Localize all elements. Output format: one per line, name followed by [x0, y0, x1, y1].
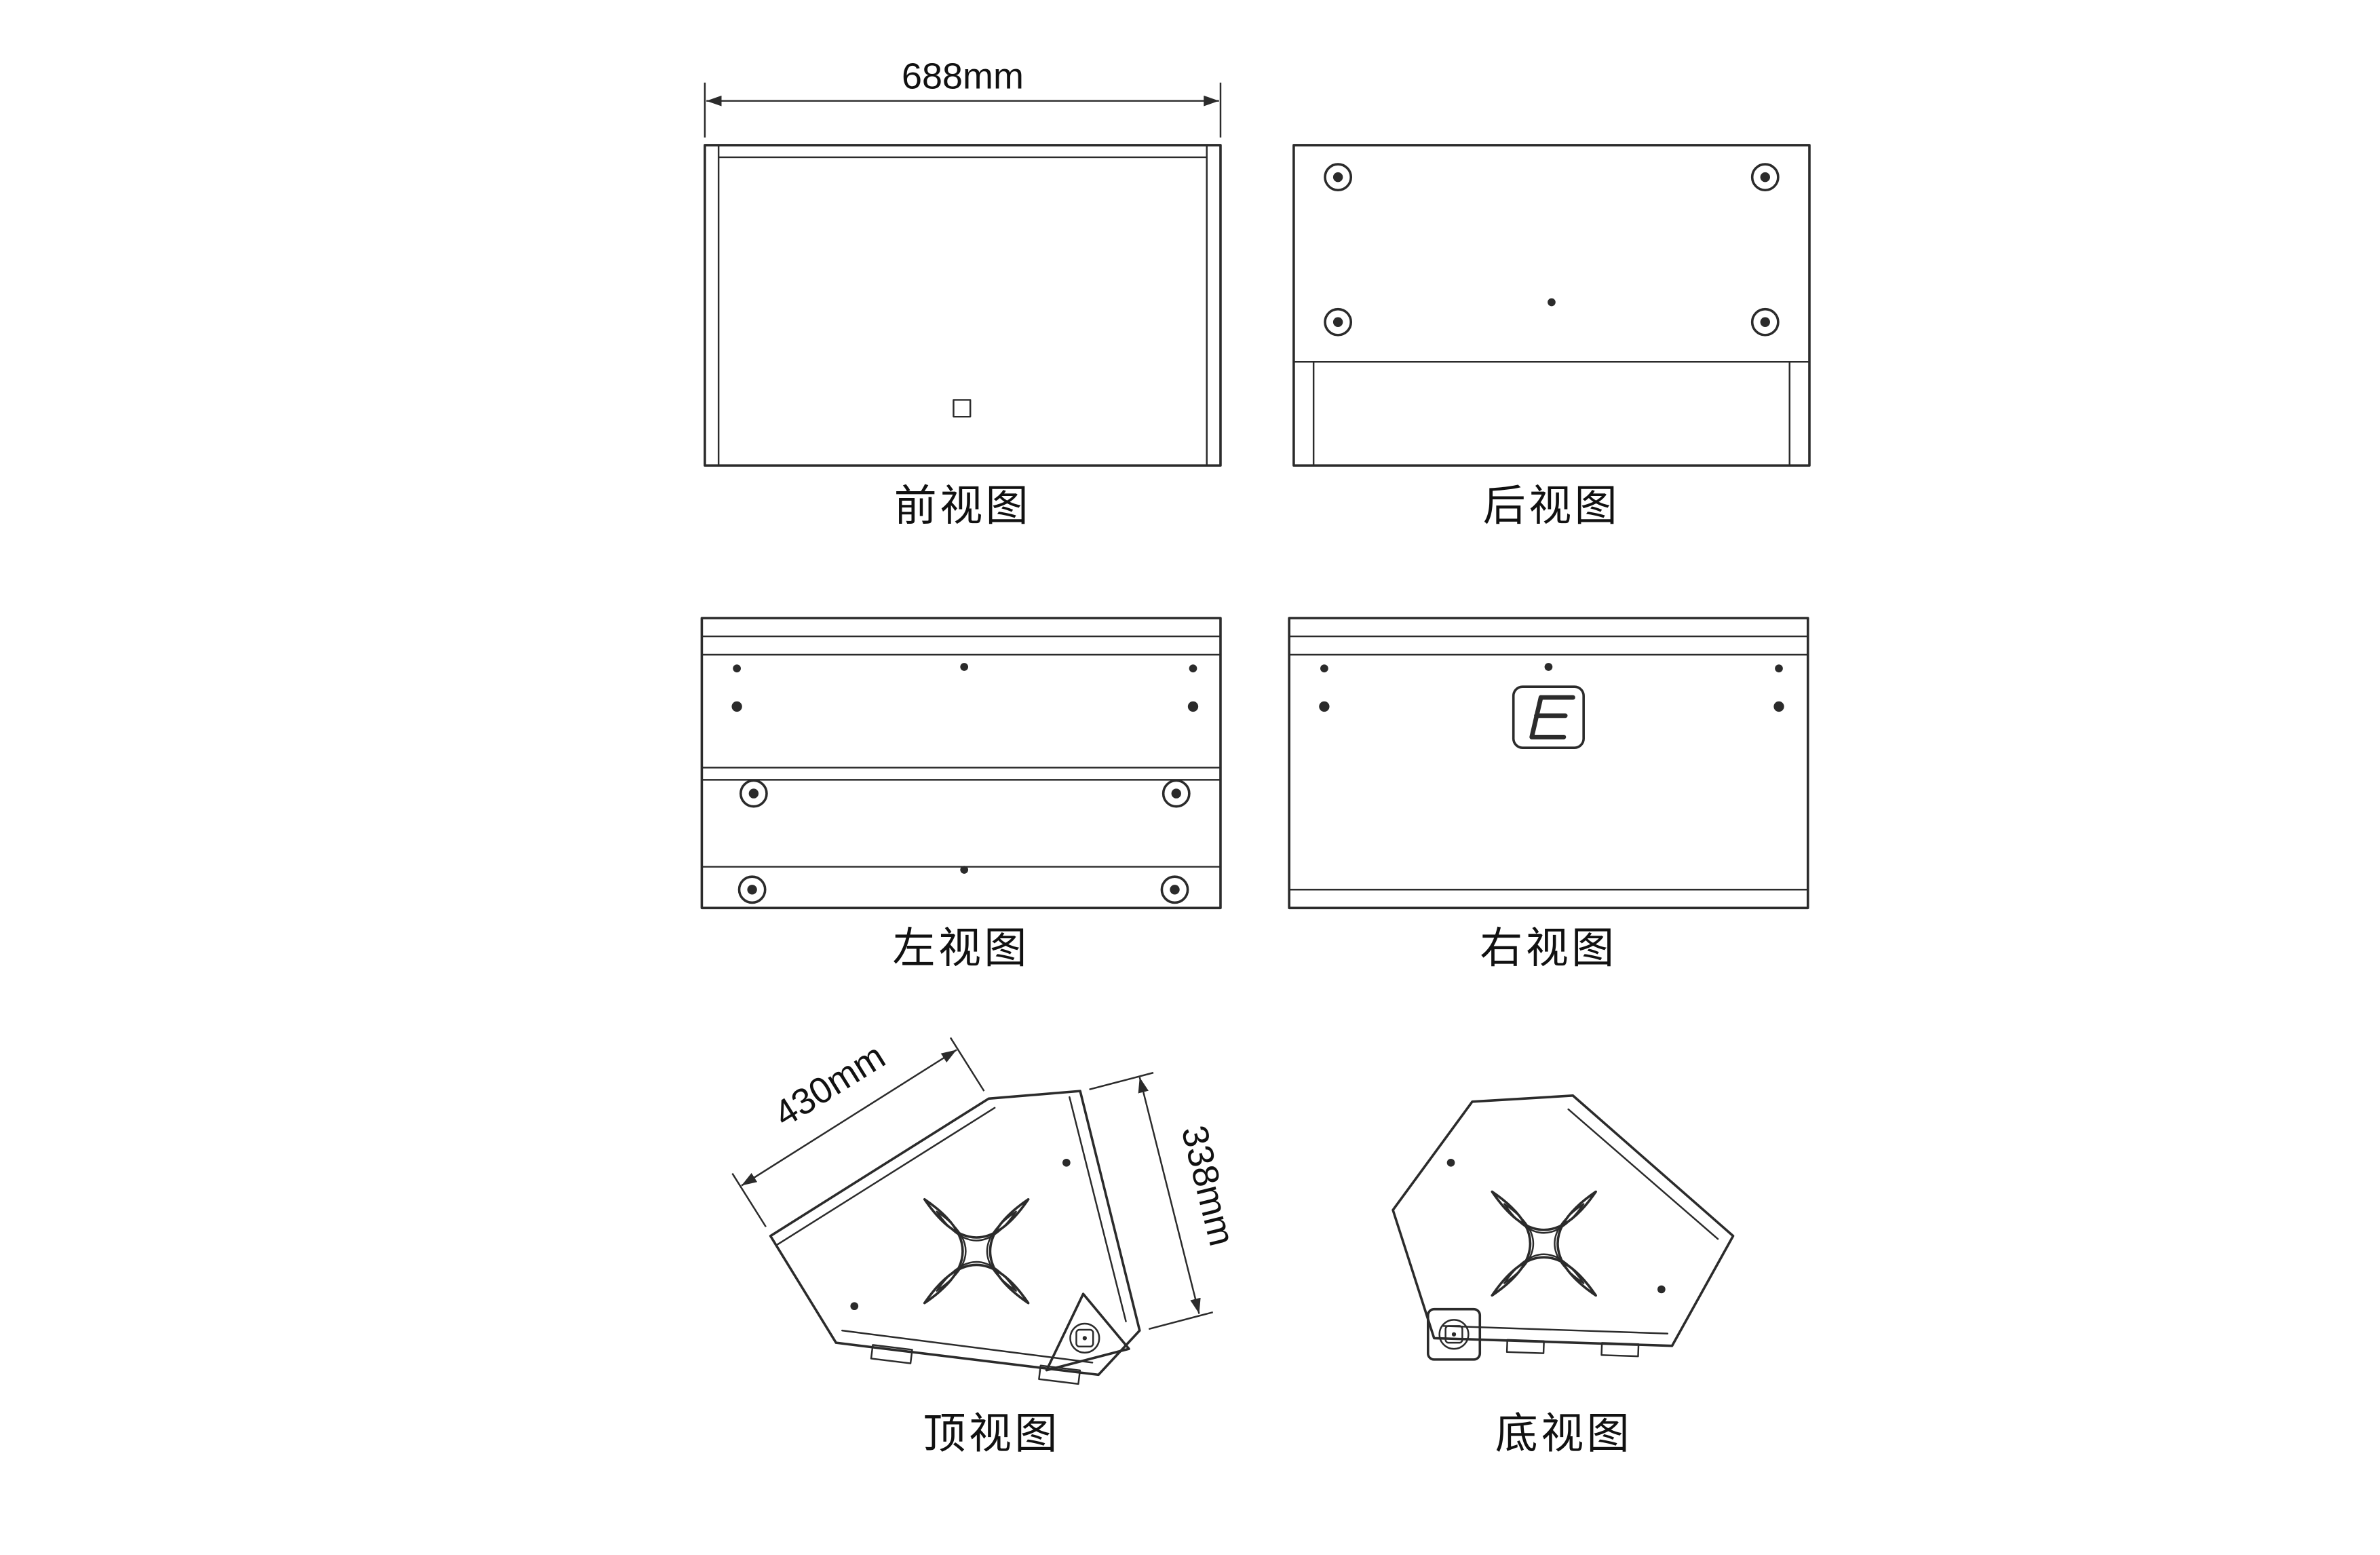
front-view-edge-seams: [717, 144, 1208, 467]
rear-screw-mid-left: [1324, 307, 1353, 337]
top-foot-left-shape: [870, 1344, 913, 1364]
right-view: [1288, 617, 1809, 910]
rear-center-screw: [1548, 298, 1556, 307]
top-dimension-338: 338mm: [1089, 1071, 1243, 1330]
top-connector-socket: [1075, 1328, 1094, 1348]
front-view: 688mm: [704, 56, 1222, 467]
top-connector-plate: [1045, 1292, 1130, 1372]
top-view-label: 顶视图: [923, 1410, 1060, 1457]
right-screw-dot-1: [1320, 664, 1328, 673]
left-foot-lower-right: [1160, 875, 1189, 904]
left-screw-dot-5: [1187, 701, 1199, 712]
rear-view: [1292, 144, 1811, 467]
bottom-foot-left: [1505, 1339, 1545, 1354]
bottom-foot-right: [1600, 1342, 1640, 1358]
front-logo-badge: [953, 399, 972, 418]
bottom-view-inner-edges: [1442, 1108, 1719, 1335]
brand-logo: [1512, 685, 1585, 749]
right-screw-dot-3: [1775, 664, 1783, 673]
front-width-extension-lines: [704, 82, 1222, 138]
left-screw-dot-3: [1189, 664, 1197, 673]
top-view-inner-edges: [775, 1096, 1127, 1364]
bottom-foot-left-shape: [1505, 1339, 1545, 1354]
bottom-handle-cutout-outer: [1491, 1190, 1597, 1297]
bottom-speakon-connector: [1427, 1307, 1482, 1361]
front-view-outline: [704, 144, 1222, 467]
rear-view-label: 后视图: [1483, 482, 1620, 530]
bottom-screw-dot-2: [1657, 1285, 1666, 1294]
top-speakon-connector: [1045, 1292, 1130, 1372]
left-screw-dot-2: [960, 663, 969, 671]
top-screw-dot-1: [1062, 1158, 1071, 1167]
top-dimension-338-label: 338mm: [1174, 1121, 1243, 1250]
top-foot-right: [1038, 1364, 1081, 1385]
top-foot-left: [870, 1344, 913, 1364]
brand-logo-frame: [1512, 685, 1585, 749]
rear-view-outline: [1292, 144, 1811, 467]
left-bottom-center-screw: [960, 866, 969, 874]
top-dimension-430-label: 430mm: [767, 1035, 892, 1134]
left-view-outline: [700, 617, 1222, 910]
top-connector-ring: [1069, 1322, 1100, 1354]
left-foot-upper-left: [739, 779, 768, 808]
right-screw-dot-2: [1544, 663, 1553, 671]
front-width-dimension: 688mm: [704, 56, 1222, 138]
right-view-label: 右视图: [1480, 925, 1617, 972]
bottom-screw-dot-1: [1446, 1158, 1455, 1167]
bottom-connector-socket: [1444, 1325, 1463, 1344]
left-view-label: 左视图: [893, 925, 1030, 972]
top-connector-pin: [1082, 1336, 1087, 1341]
top-dimension-430-line: [741, 1049, 957, 1187]
top-dimension-430-extension-lines: [731, 1037, 985, 1227]
rear-screw-top-right: [1750, 163, 1780, 192]
right-view-seam-lines: [1288, 635, 1809, 891]
top-foot-right-shape: [1038, 1364, 1081, 1385]
front-width-dimension-label: 688mm: [902, 56, 1024, 97]
left-foot-upper-right: [1162, 779, 1191, 808]
top-view: 430mm 338mm: [731, 1035, 1243, 1385]
bottom-connector-plate: [1427, 1307, 1482, 1361]
bottom-foot-right-shape: [1600, 1342, 1640, 1358]
bottom-connector-ring: [1438, 1319, 1470, 1350]
top-screw-dot-2: [850, 1302, 859, 1311]
left-view: [700, 617, 1222, 910]
right-screw-dot-5: [1773, 701, 1784, 712]
brand-logo-icon: [1529, 695, 1575, 740]
left-view-seam-lines: [701, 635, 1222, 868]
bottom-view-outline: [1391, 1094, 1735, 1347]
top-dimension-430: 430mm: [731, 1035, 985, 1227]
left-screw-dot-4: [731, 701, 742, 712]
right-screw-dot-4: [1319, 701, 1330, 712]
top-dimension-338-extension-lines: [1089, 1071, 1214, 1330]
bottom-view-label: 底视图: [1495, 1410, 1632, 1457]
top-handle-cutout-outer: [923, 1197, 1030, 1305]
bottom-view: [1391, 1094, 1735, 1361]
top-handle-cutout-inner: [936, 1210, 1017, 1292]
rear-screw-mid-right: [1750, 307, 1780, 337]
left-screw-dot-1: [733, 664, 741, 673]
left-foot-lower-left: [737, 875, 767, 904]
top-dimension-338-line: [1138, 1077, 1201, 1314]
front-view-label: 前视图: [894, 482, 1031, 530]
right-view-outline: [1288, 617, 1809, 910]
rear-lower-recess-lines: [1292, 360, 1811, 467]
top-view-outline: [769, 1090, 1141, 1377]
bottom-connector-pin: [1451, 1332, 1457, 1337]
bottom-handle-cutout-inner: [1503, 1203, 1585, 1284]
rear-screw-top-left: [1324, 163, 1353, 192]
